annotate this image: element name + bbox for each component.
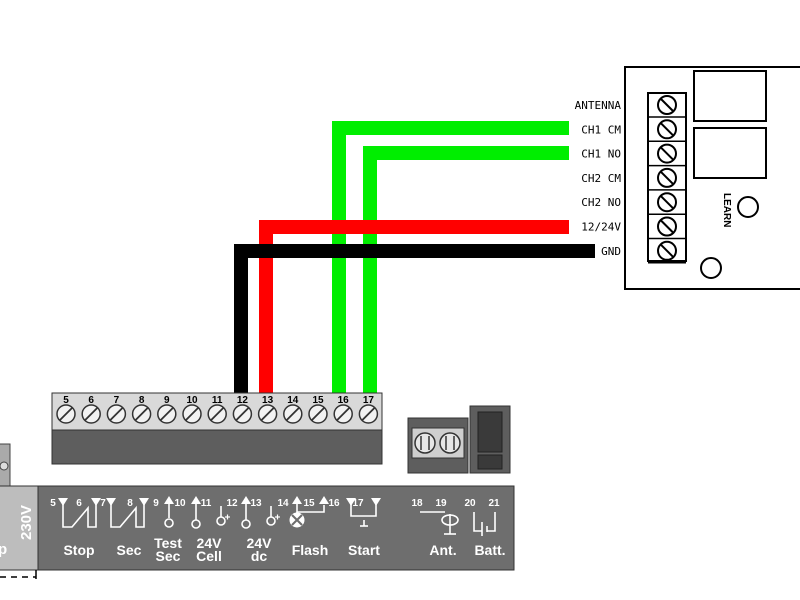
control-board: 230V p (0, 443, 515, 579)
terminal-number: 11 (212, 395, 223, 406)
receiver-led (700, 257, 722, 279)
learn-button (737, 196, 759, 218)
terminal-number: 7 (114, 395, 120, 406)
board-terminal-number: 15 (303, 498, 315, 509)
board-group-label: Start (348, 542, 380, 558)
board-group-label: Sec (156, 548, 181, 564)
board-arrows (58, 496, 381, 506)
board-terminal-number: 6 (76, 498, 82, 509)
board-terminal-number: 13 (250, 498, 262, 509)
receiver-relay-lower (693, 127, 767, 179)
terminal-number: 5 (63, 395, 69, 406)
receiver-terminal-label: 12/24V (581, 221, 621, 234)
board-group-label: 24V (247, 535, 273, 551)
wires (234, 121, 595, 393)
terminal-number: 12 (237, 395, 249, 406)
terminal-block: 5 6 7 8 9 10 11 12 13 14 15 16 17 (51, 392, 383, 465)
board-terminal-number: 17 (352, 498, 364, 509)
mains-230v-label: 230V (18, 505, 35, 540)
board-group-label: Flash (292, 542, 329, 558)
receiver-terminal-label: GND (601, 245, 621, 258)
terminal-number: 9 (164, 395, 170, 406)
antenna-screw-2 (439, 432, 461, 454)
wire-ch1-no-green (363, 146, 569, 393)
board-terminal-number: 16 (328, 498, 340, 509)
board-terminal-number: 11 (201, 498, 212, 509)
board-terminal-number: 20 (464, 498, 476, 509)
board-group-label: Test (154, 535, 182, 551)
antenna-connector (407, 417, 469, 474)
board-terminal-number: 19 (435, 498, 447, 509)
receiver-terminal-label: CH1 NO (581, 148, 621, 161)
board-terminal-number: 10 (174, 498, 186, 509)
battery-connector (469, 405, 511, 474)
receiver-module: ANTENNA CH1 CM CH1 NO CH2 CM CH2 NO 12/24V GND… (575, 66, 800, 290)
board-terminal-number: 5 (50, 498, 56, 509)
board-terminal-number: 9 (153, 498, 159, 509)
receiver-terminal-label: CH1 CM (581, 123, 621, 136)
board-group-label: 24V (197, 535, 223, 551)
antenna-screw-1 (414, 432, 436, 454)
learn-label: LEARN (721, 193, 732, 227)
wire-gnd-black (234, 244, 595, 393)
terminal-number: 13 (262, 395, 274, 406)
terminal-number: 14 (287, 395, 299, 406)
board-group-label: Cell (196, 548, 222, 564)
board-terminal-number: 18 (411, 498, 423, 509)
receiver-terminal-label: CH2 NO (581, 196, 621, 209)
wire-12-24v-red (259, 220, 569, 393)
board-group-label: Stop (63, 542, 94, 558)
terminal-number: 10 (186, 395, 198, 406)
control-board-body (37, 485, 515, 571)
board-group-label: Ant. (429, 542, 456, 558)
receiver-relay-upper (693, 70, 767, 122)
terminal-number: 16 (338, 395, 350, 406)
flash-lamp-icon (289, 512, 305, 528)
board-terminal-number: 12 (226, 498, 238, 509)
terminal-number: 8 (139, 395, 145, 406)
board-terminal-number: 8 (127, 498, 133, 509)
board-group-label: Sec (117, 542, 142, 558)
receiver-terminal-label: CH2 CM (581, 172, 621, 185)
terminal-block-body (51, 429, 383, 465)
mains-section (0, 485, 39, 571)
terminal-number: 17 (363, 395, 375, 406)
cut-off-label: p (0, 541, 7, 558)
terminal-number: 6 (88, 395, 94, 406)
board-terminal-number: 21 (488, 498, 500, 509)
terminal-number: 15 (312, 395, 324, 406)
board-group-label: dc (251, 548, 268, 564)
board-terminal-number: 14 (277, 498, 289, 509)
board-group-label: Batt. (474, 542, 505, 558)
receiver-terminal-label: ANTENNA (575, 99, 622, 112)
wire-ch1-cm-green (332, 121, 569, 393)
board-terminal-number: 7 (100, 498, 106, 509)
